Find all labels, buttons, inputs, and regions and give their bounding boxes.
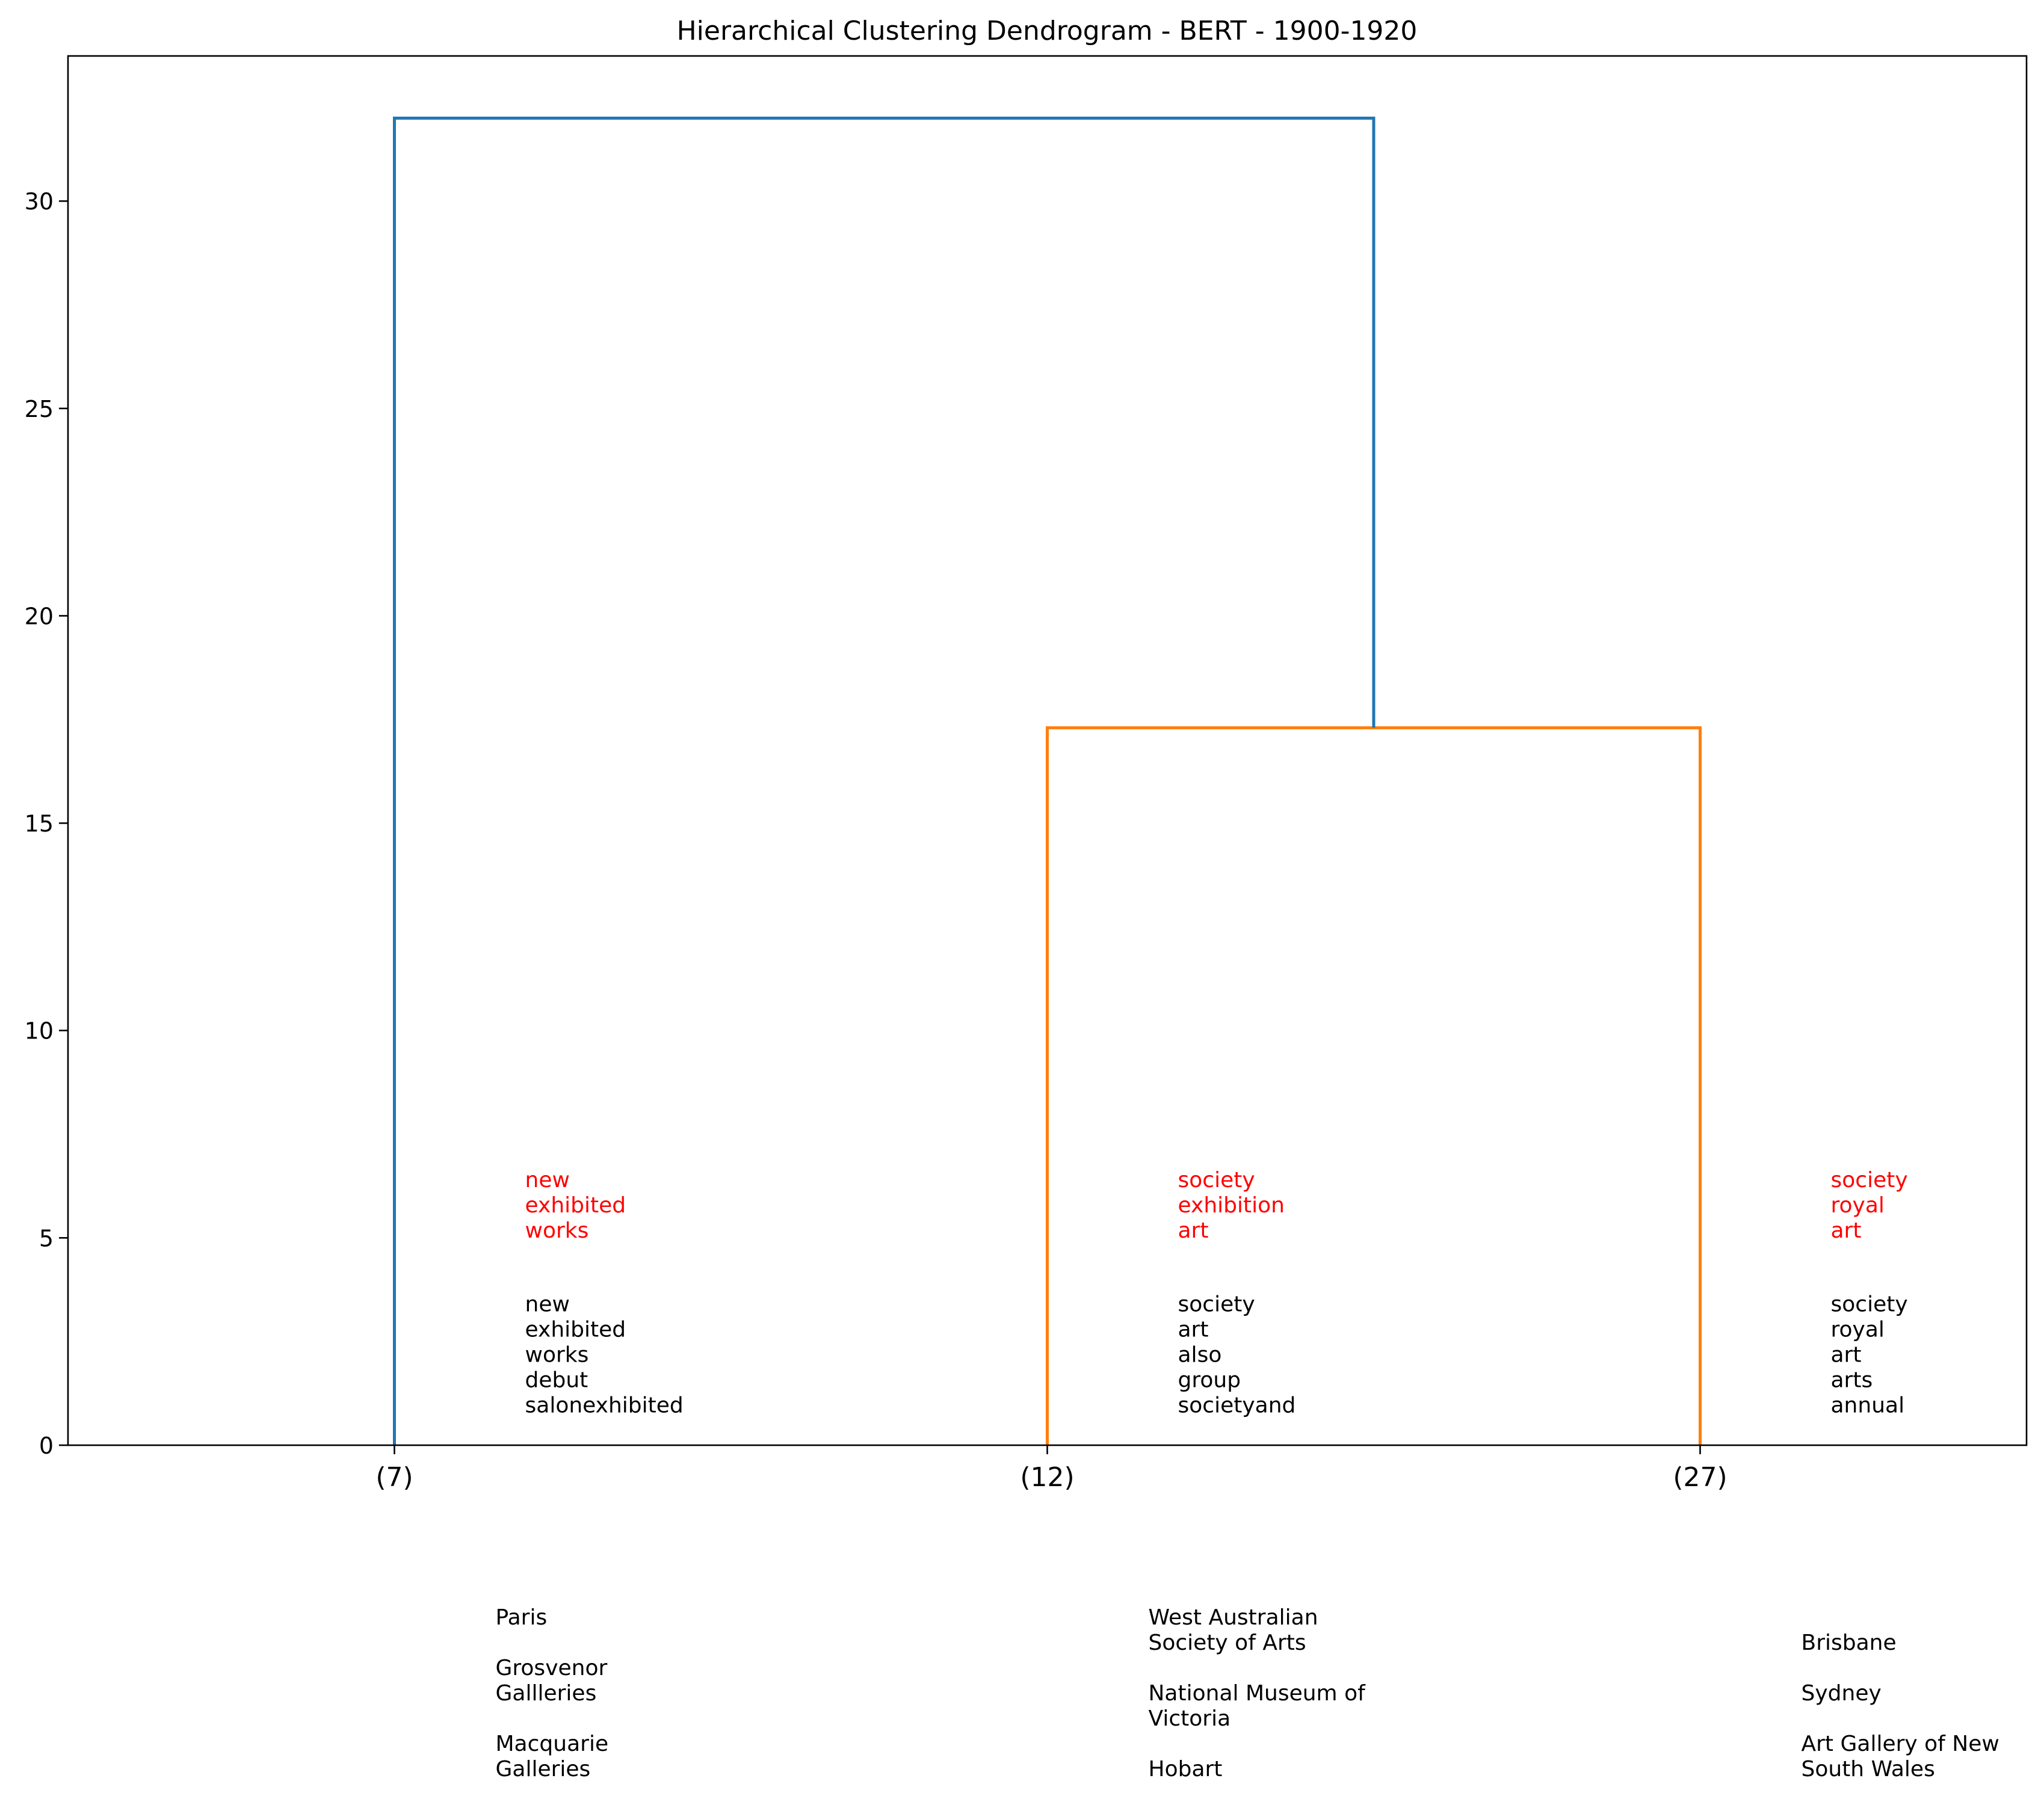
highlight-term: works bbox=[525, 1218, 589, 1243]
top-term: group bbox=[1178, 1368, 1241, 1393]
top-term: salonexhibited bbox=[525, 1393, 684, 1418]
highlight-term: exhibition bbox=[1178, 1193, 1285, 1218]
top-term: exhibited bbox=[525, 1318, 626, 1342]
location-label: South Wales bbox=[1802, 1757, 1935, 1782]
top-term: debut bbox=[525, 1368, 588, 1393]
y-tick-label: 5 bbox=[39, 1225, 54, 1251]
location-label: Galleries bbox=[496, 1757, 591, 1782]
top-term: royal bbox=[1831, 1318, 1885, 1342]
location-label: Hobart bbox=[1149, 1757, 1223, 1782]
x-axis: (7) (12) (27) bbox=[375, 1445, 1728, 1493]
location-label: Brisbane bbox=[1802, 1631, 1897, 1655]
dendrogram-links bbox=[393, 116, 1702, 1445]
location-label: Sydney bbox=[1802, 1681, 1882, 1706]
highlight-term: new bbox=[525, 1168, 570, 1193]
location-label: Society of Arts bbox=[1149, 1631, 1306, 1655]
dendrogram-link bbox=[1046, 726, 1702, 1445]
y-tick-label: 30 bbox=[25, 188, 54, 215]
location-label: Paris bbox=[496, 1605, 548, 1630]
top-term: arts bbox=[1831, 1368, 1873, 1393]
highlight-term: exhibited bbox=[525, 1193, 626, 1218]
cluster-annotations: newexhibitedworksnewexhibitedworksdebuts… bbox=[496, 1168, 1999, 1782]
location-label: Grosvenor bbox=[496, 1656, 608, 1680]
x-tick-label: (27) bbox=[1673, 1462, 1727, 1493]
location-label: Gallleries bbox=[496, 1681, 597, 1706]
top-term: societyand bbox=[1178, 1393, 1296, 1418]
location-label: Macquarie bbox=[496, 1732, 609, 1756]
top-term: society bbox=[1831, 1292, 1908, 1317]
location-label: West Australian bbox=[1149, 1605, 1318, 1630]
y-tick-label: 15 bbox=[25, 810, 54, 837]
location-label: Victoria bbox=[1149, 1706, 1231, 1731]
highlight-term: royal bbox=[1831, 1193, 1885, 1218]
top-term: new bbox=[525, 1292, 570, 1317]
x-tick-label: (7) bbox=[375, 1462, 413, 1493]
highlight-term: art bbox=[1831, 1218, 1862, 1243]
y-tick-label: 0 bbox=[39, 1433, 54, 1459]
top-term: art bbox=[1178, 1318, 1209, 1342]
top-term: art bbox=[1831, 1343, 1862, 1368]
y-axis: 0 5 10 15 20 25 30 bbox=[25, 188, 68, 1459]
chart-title: Hierarchical Clustering Dendrogram - BER… bbox=[677, 16, 1418, 46]
y-tick-label: 25 bbox=[25, 396, 54, 422]
highlight-term: art bbox=[1178, 1218, 1209, 1243]
y-tick-label: 10 bbox=[25, 1018, 54, 1044]
dendrogram-link bbox=[393, 116, 1376, 1445]
top-term: society bbox=[1178, 1292, 1255, 1317]
highlight-term: society bbox=[1831, 1168, 1908, 1193]
y-tick-label: 20 bbox=[25, 603, 54, 629]
location-label: National Museum of bbox=[1149, 1681, 1366, 1706]
top-term: works bbox=[525, 1343, 589, 1368]
top-term: annual bbox=[1831, 1393, 1905, 1418]
top-term: also bbox=[1178, 1343, 1222, 1368]
x-tick-label: (12) bbox=[1020, 1462, 1074, 1493]
highlight-term: society bbox=[1178, 1168, 1255, 1193]
location-label: Art Gallery of New bbox=[1802, 1732, 1999, 1756]
plot-frame bbox=[67, 55, 2028, 1446]
